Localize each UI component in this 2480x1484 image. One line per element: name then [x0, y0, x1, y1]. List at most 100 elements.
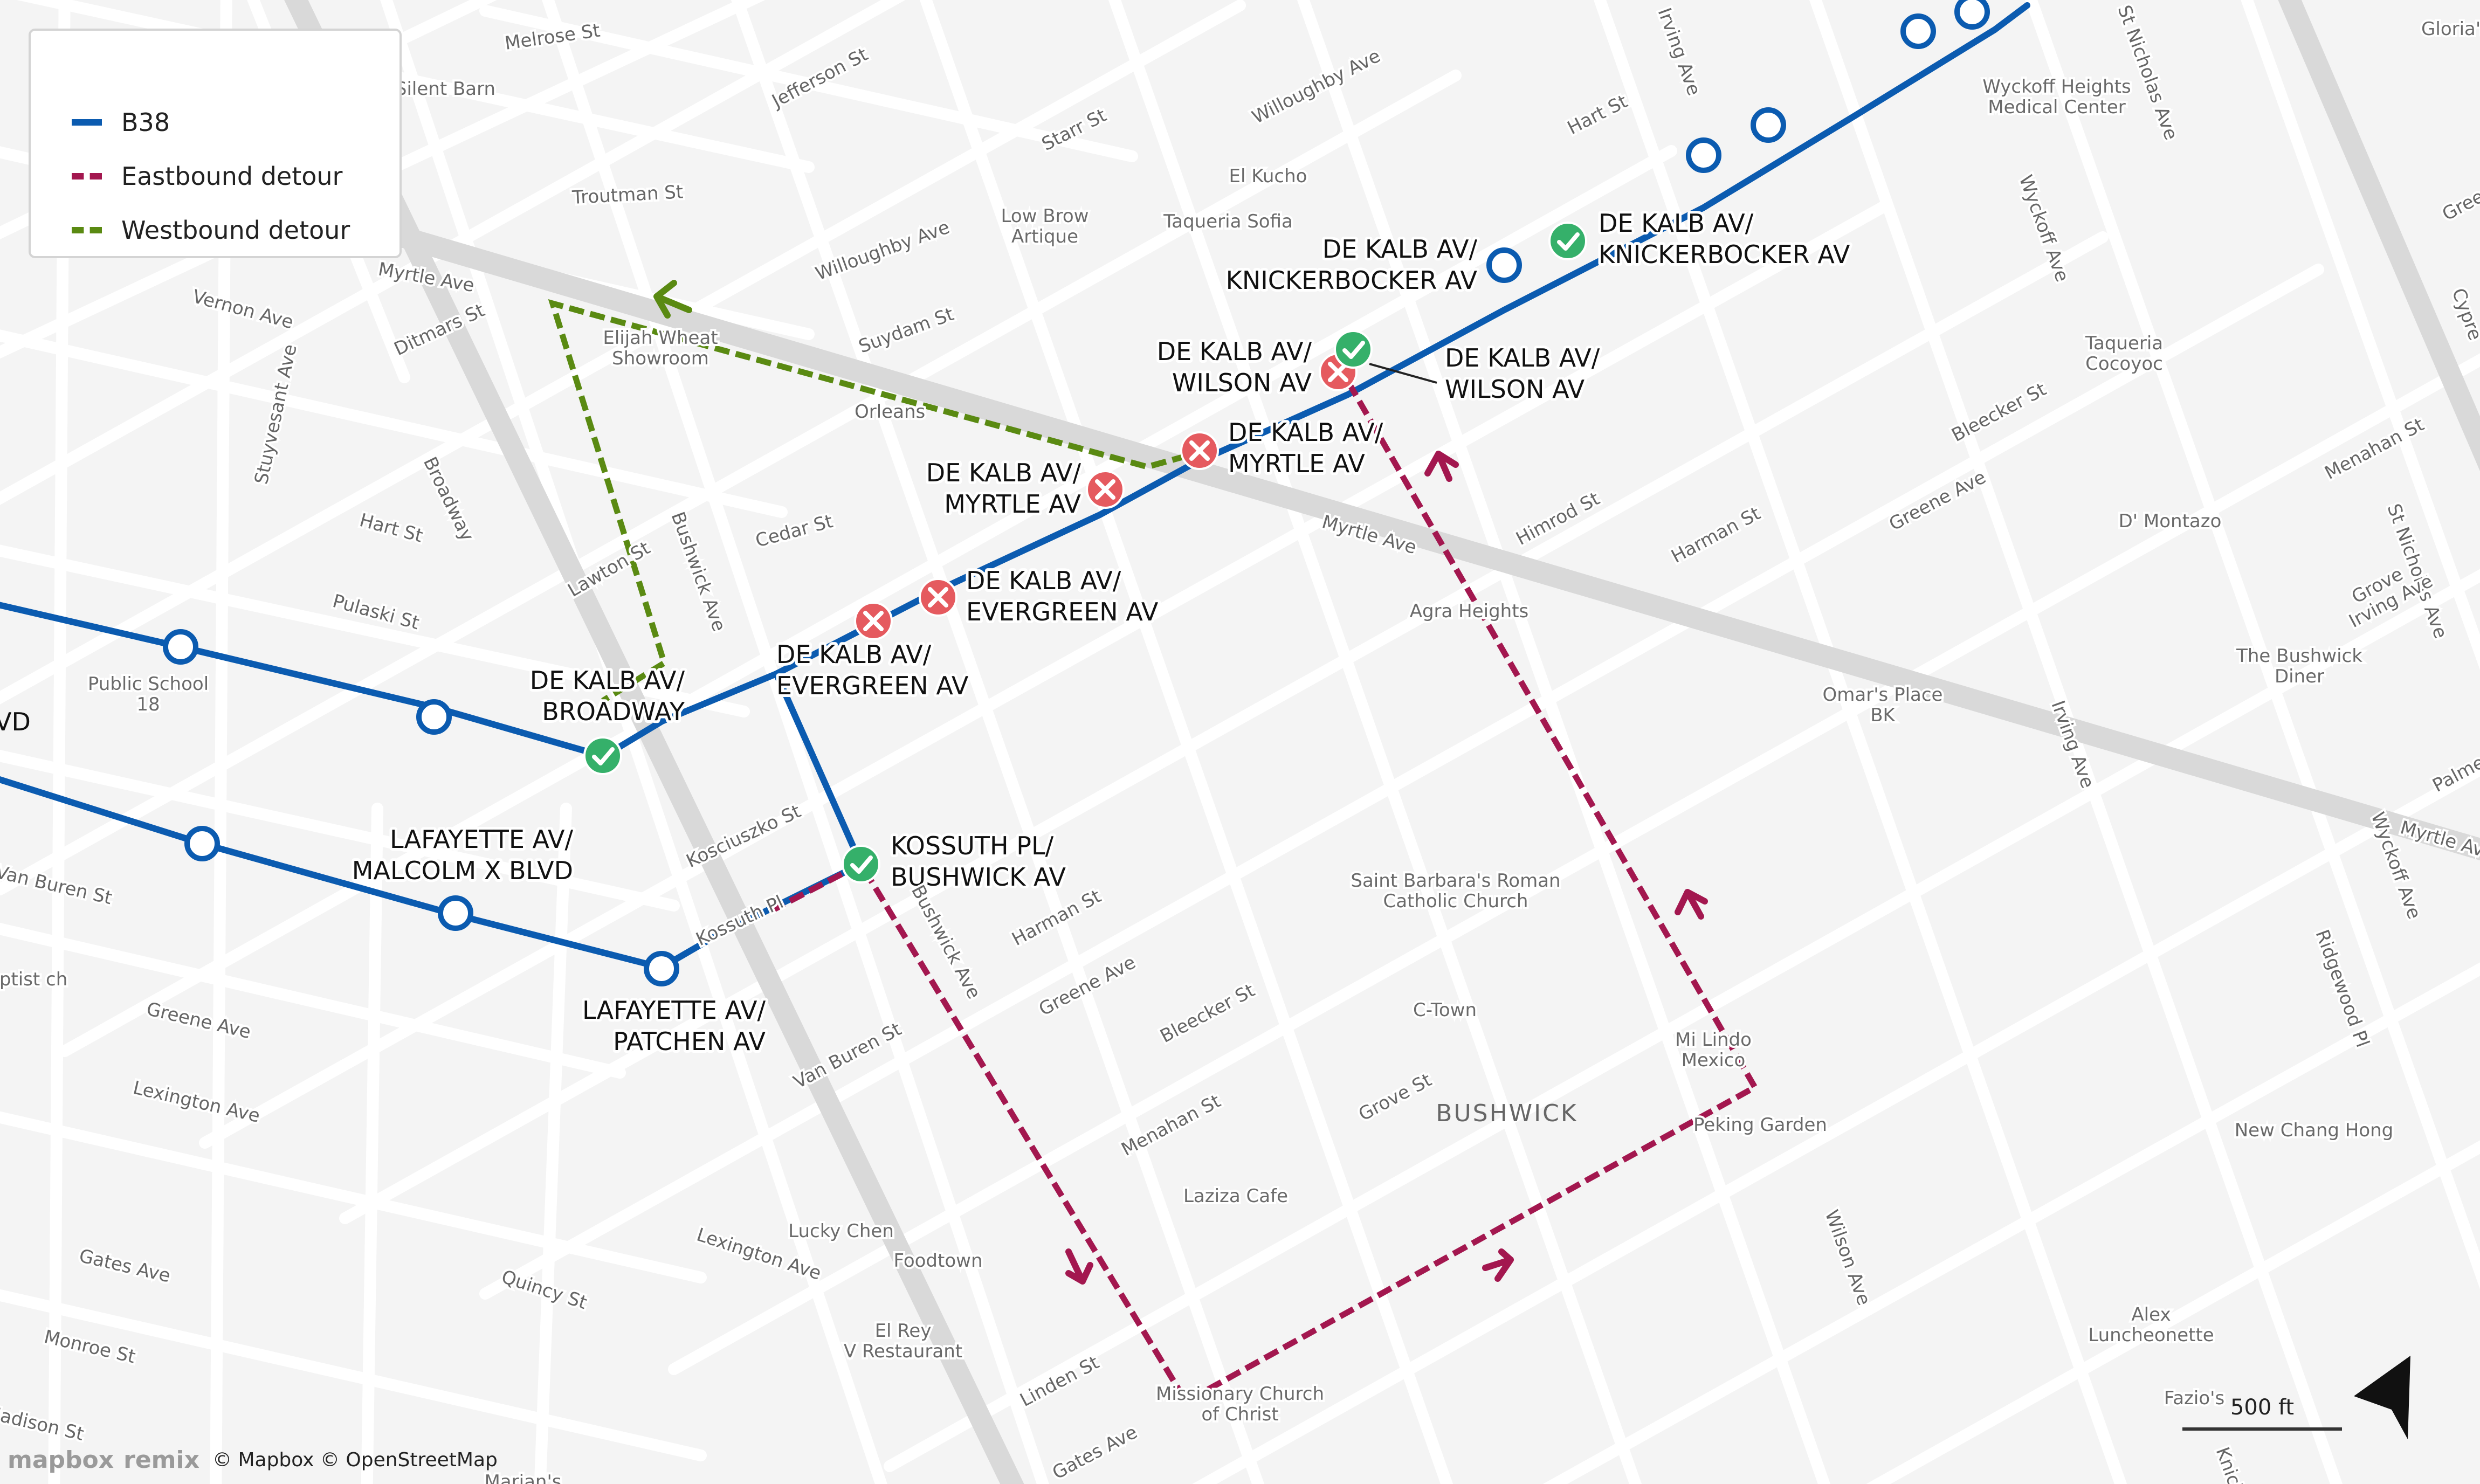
- map-attribution: mapbox remix © Mapbox © OpenStreetMap: [8, 1444, 498, 1476]
- map-legend: B38 Eastbound detour Westbound detour: [29, 29, 402, 258]
- eastbound-arrow-icon: [1675, 889, 1708, 920]
- checkmark-icon: [592, 747, 615, 765]
- eastbound-arrow-icon: [1424, 451, 1459, 482]
- street-label: Orleans: [855, 401, 925, 423]
- westbound-detour-line: [548, 299, 1209, 703]
- poi-label: Peking Garden: [1693, 1114, 1827, 1136]
- legend-item-b38: B38: [72, 106, 170, 139]
- attribution-text[interactable]: © Mapbox © OpenStreetMap: [212, 1448, 498, 1471]
- myrtle-ave-street: [356, 216, 2480, 861]
- bus-stop[interactable]: [438, 895, 473, 931]
- temporary-stop[interactable]: [1548, 222, 1587, 260]
- poi-label: Lucky Chen: [788, 1220, 894, 1242]
- closed-stop[interactable]: [854, 602, 893, 640]
- close-x-icon: [1328, 362, 1348, 382]
- bus-stop[interactable]: [1751, 107, 1786, 143]
- stop-label: LAFAYETTE AV/PATCHEN AV: [582, 996, 766, 1056]
- poi-label: Gloria's: [2421, 18, 2480, 40]
- regular-stops: [163, 0, 1990, 986]
- bus-stop[interactable]: [1954, 0, 1990, 30]
- label-leader-line: [1369, 363, 1437, 384]
- stop-label: DE KALB AV/KNICKERBOCKER AV: [1599, 209, 1850, 269]
- bus-stop[interactable]: [1900, 13, 1936, 49]
- eastbound-arrow-icon: [1065, 1248, 1093, 1285]
- poi-label: C-Town: [1413, 999, 1477, 1021]
- close-x-icon: [1189, 440, 1210, 461]
- wyckoff-ave-street: [2278, 0, 2480, 472]
- neighborhood-label: BUSHWICK: [1436, 1100, 1577, 1127]
- legend-item-eastbound: Eastbound detour: [72, 160, 342, 192]
- checkmark-icon: [850, 855, 873, 874]
- scale-bar: 500 ft: [2182, 1395, 2342, 1431]
- legend-item-westbound: Westbound detour: [72, 214, 350, 246]
- poi-label: D' Montazo: [2119, 510, 2222, 532]
- closed-stop[interactable]: [919, 578, 957, 617]
- legend-label: B38: [121, 108, 170, 137]
- temporary-stop[interactable]: [583, 736, 622, 775]
- eastbound-arrow-icon: [1482, 1248, 1514, 1282]
- stop-label: DE KALB AV/EVERGREEN AV: [966, 566, 1159, 626]
- stop-label: DE KALB AV/WILSON AV: [1445, 343, 1600, 404]
- closed-stop[interactable]: [1180, 431, 1219, 470]
- temporary-stops: [583, 222, 1587, 884]
- bus-stop[interactable]: [184, 826, 220, 861]
- stop-label: DE KALB AV/MYRTLE AV: [926, 458, 1081, 519]
- stop-label: DE KALB AV/MYRTLE AV: [1228, 418, 1383, 478]
- legend-label: Eastbound detour: [121, 162, 343, 191]
- poi-label: Taqueria Sofia: [1163, 211, 1293, 232]
- stop-label: DE KALB AV/BROADWAY: [530, 666, 685, 726]
- bus-stop[interactable]: [163, 629, 198, 665]
- closed-stop[interactable]: [1086, 470, 1125, 509]
- b38-dekalb-segment: [0, 2, 2030, 760]
- mapbox-logo[interactable]: mapbox: [8, 1446, 114, 1474]
- bus-stop[interactable]: [644, 951, 679, 986]
- poi-label: Agra Heights: [1410, 600, 1529, 622]
- north-arrow-shape: [2354, 1356, 2410, 1439]
- remix-logo[interactable]: remix: [123, 1446, 199, 1474]
- poi-label: Laziza Cafe: [1183, 1185, 1288, 1207]
- legend-swatch: [72, 119, 102, 126]
- poi-label: Silent Barn: [395, 78, 495, 100]
- legend-swatch: [72, 173, 102, 180]
- checkmark-icon: [1557, 232, 1580, 251]
- bus-stop[interactable]: [416, 699, 452, 735]
- temporary-stop[interactable]: [1334, 330, 1373, 369]
- poi-label: Baptist ch: [0, 969, 67, 990]
- close-x-icon: [928, 587, 948, 608]
- bus-stop[interactable]: [1486, 247, 1522, 283]
- north-arrow-icon: [2354, 1356, 2410, 1439]
- checkmark-icon: [1342, 341, 1365, 359]
- stop-label: DE KALB AV/WILSON AV: [1157, 337, 1312, 397]
- close-x-icon: [863, 611, 884, 631]
- poi-label: Marian'sBrooklyn: [483, 1471, 563, 1484]
- stop-label: LAFAYETTE AV/MALCOLM X BLVD: [352, 825, 574, 885]
- stop-label: DE KALB AV/EVERGREEN AV: [776, 640, 969, 700]
- poi-label: New Chang Hong: [2235, 1120, 2394, 1141]
- stop-labels: DE KALB AV/KNICKERBOCKER AV DE KALB AV/K…: [349, 206, 1853, 1059]
- close-x-icon: [1095, 479, 1115, 500]
- bus-stop[interactable]: [1686, 137, 1721, 173]
- stop-label: KOSSUTH PL/BUSHWICK AV: [891, 831, 1066, 892]
- eastbound-detour-line: [769, 370, 1759, 1406]
- legend-label: Westbound detour: [121, 216, 350, 245]
- poi-label: El Kucho: [1229, 165, 1307, 187]
- stop-label: DE KALB AV/KNICKERBOCKER AV: [1226, 234, 1478, 295]
- temporary-stop[interactable]: [842, 845, 880, 884]
- poi-label: Foodtown: [893, 1250, 982, 1272]
- cut-off-stop-label: VD: [0, 707, 31, 736]
- scale-bar-label: 500 ft: [2230, 1395, 2295, 1420]
- legend-swatch: [72, 227, 102, 233]
